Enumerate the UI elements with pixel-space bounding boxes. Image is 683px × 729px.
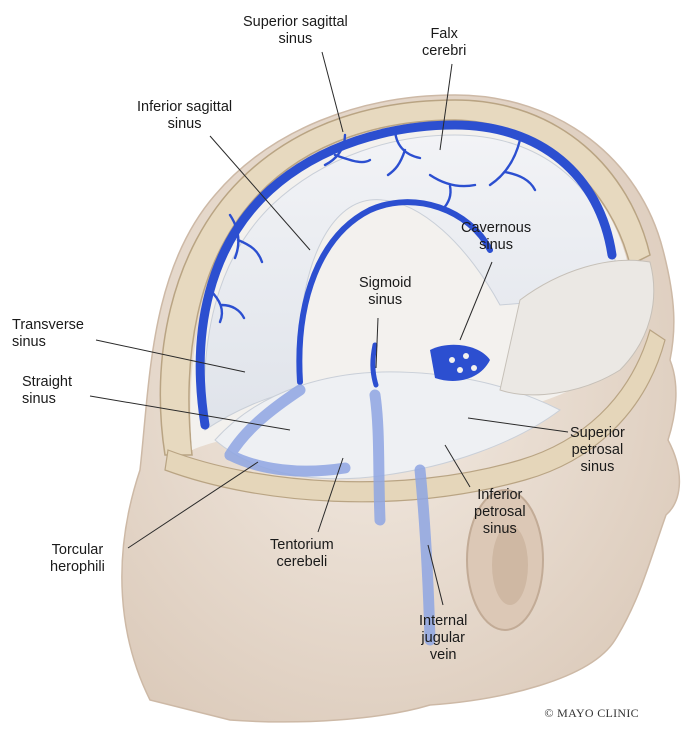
label-inferior-sagittal-sinus: Inferior sagittal sinus — [137, 99, 232, 133]
label-tentorium-cerebeli: Tentorium cerebeli — [270, 537, 334, 571]
label-falx-cerebri: Falx cerebri — [422, 26, 466, 60]
label-cavernous-sinus: Cavernous sinus — [461, 220, 531, 254]
label-internal-jugular-vein: Internal jugular vein — [419, 613, 467, 664]
label-torcular-herophili: Torcular herophili — [50, 542, 105, 576]
label-transverse-sinus: Transverse sinus — [12, 317, 84, 351]
copyright-credit: © MAYO CLINIC — [544, 706, 639, 721]
label-superior-sagittal-sinus: Superior sagittal sinus — [243, 14, 348, 48]
label-straight-sinus: Straight sinus — [22, 374, 72, 408]
label-superior-petrosal-sinus: Superior petrosal sinus — [570, 425, 625, 476]
label-inferior-petrosal-sinus: Inferior petrosal sinus — [474, 487, 526, 538]
label-sigmoid-sinus: Sigmoid sinus — [359, 275, 411, 309]
